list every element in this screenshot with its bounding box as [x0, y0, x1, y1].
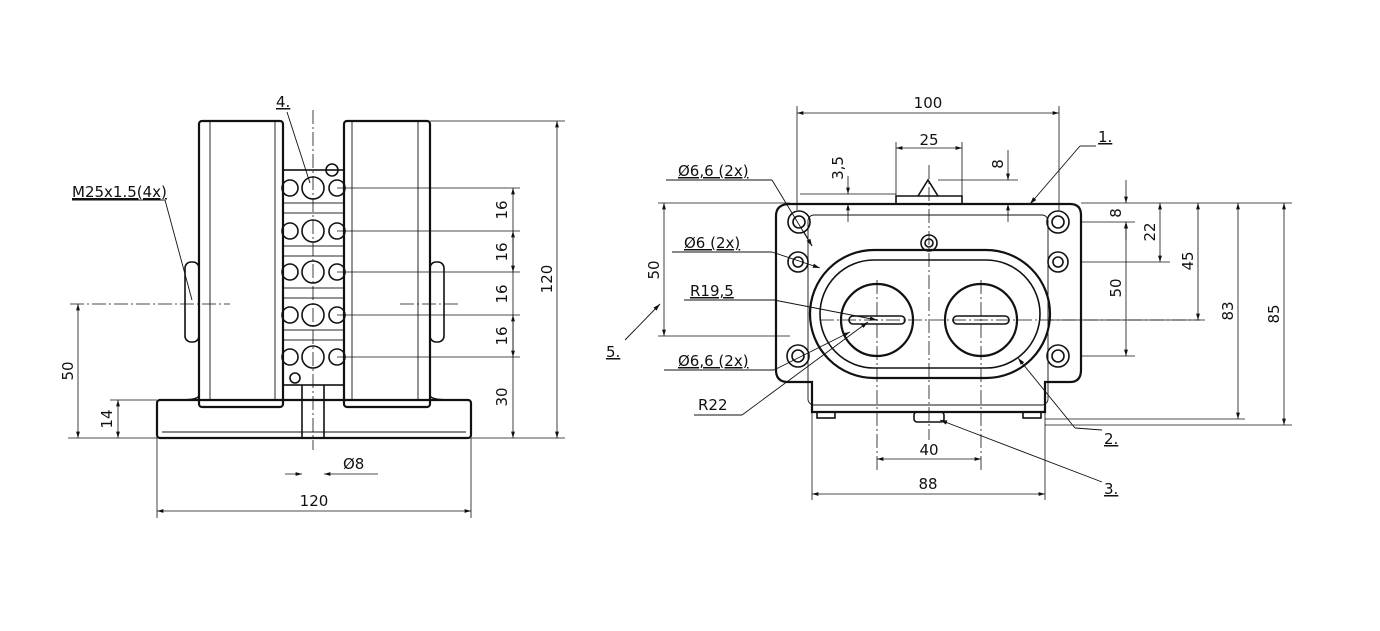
dim-16-4: 16: [493, 326, 511, 345]
right-gland: [429, 261, 445, 343]
dim-8-right: 8: [1107, 208, 1125, 218]
dim-100: 100: [914, 94, 943, 112]
dim-16-1: 16: [493, 200, 511, 219]
terminal-rows: [281, 163, 346, 384]
dim-22: 22: [1141, 222, 1159, 241]
dim-3-5: 3,5: [829, 156, 847, 180]
dim-16-2: 16: [493, 242, 511, 261]
dia-6-label: Ø6 (2x): [684, 234, 740, 252]
pin-hole-left: [787, 251, 809, 273]
callout-1: 1.: [1098, 128, 1112, 146]
oval-collar: [808, 248, 1052, 380]
callout-4: 4.: [276, 93, 290, 111]
dim-83: 83: [1219, 301, 1237, 320]
mount-hole-bl: [786, 344, 810, 368]
dia-6-6-bottom-label: Ø6,6 (2x): [678, 352, 749, 370]
top-view: 100 25 3,5 8 50 8 22 50: [606, 94, 1292, 500]
terminal-strip: [282, 169, 345, 386]
side-view: 16 16 16 16 30 120 50 14 120 Ø8 M25x1.5(…: [59, 93, 565, 518]
base-plate: [155, 398, 473, 440]
left-gland: [184, 261, 200, 343]
dim-45: 45: [1179, 251, 1197, 270]
right-housing: [342, 119, 432, 409]
callout-3: 3.: [1104, 480, 1118, 498]
dim-40: 40: [919, 441, 938, 459]
mount-hole-tr: [1046, 210, 1070, 234]
dia-8-label: Ø8: [343, 455, 364, 473]
dim-16-3: 16: [493, 284, 511, 303]
dim-14: 14: [98, 409, 116, 428]
mount-hole-tl: [787, 210, 811, 234]
dim-50-right: 50: [1107, 278, 1125, 297]
r22-label: R22: [698, 396, 728, 414]
dim-30: 30: [493, 387, 511, 406]
callout-5: 5.: [606, 343, 620, 361]
dim-120-vertical: 120: [538, 265, 556, 294]
dim-25: 25: [919, 131, 938, 149]
dim-50-left: 50: [59, 361, 77, 380]
dim-8-top: 8: [989, 159, 1007, 169]
r19-5-label: R19,5: [690, 282, 734, 300]
dim-85: 85: [1265, 304, 1283, 323]
dim-88: 88: [918, 475, 937, 493]
dim-120-horizontal: 120: [300, 492, 329, 510]
mount-hole-br: [1046, 344, 1070, 368]
callout-2: 2.: [1104, 430, 1118, 448]
thread-label: M25x1.5(4x): [72, 183, 167, 201]
dia-6-6-top-label: Ø6,6 (2x): [678, 162, 749, 180]
pin-hole-right: [1047, 251, 1069, 273]
left-housing: [197, 119, 285, 409]
dim-50-top-view-left: 50: [645, 260, 663, 279]
